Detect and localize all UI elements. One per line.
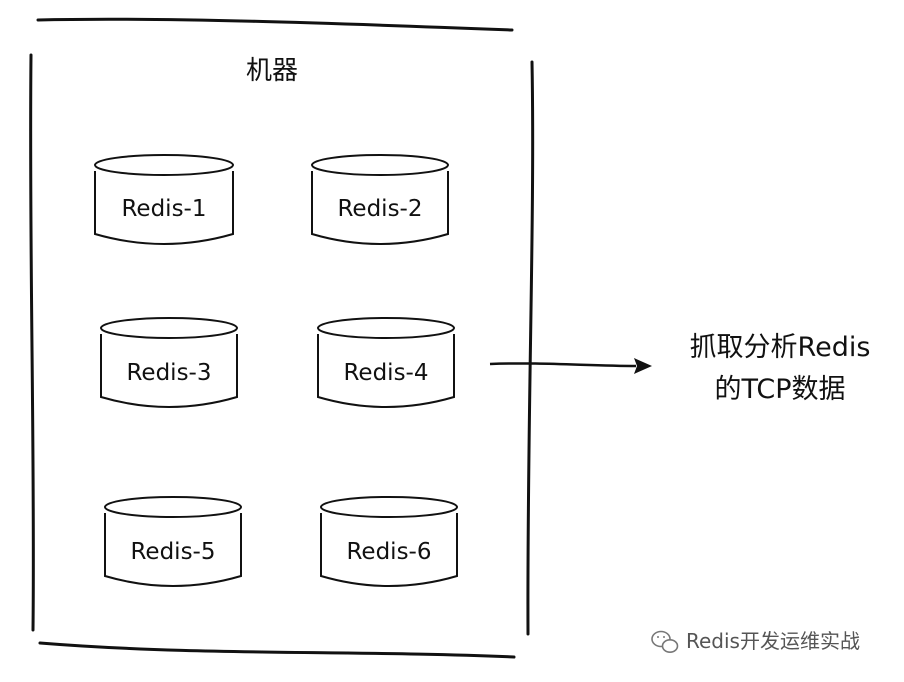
redis-instance-3: Redis-3	[100, 317, 238, 408]
machine-frame-top	[36, 17, 514, 32]
cylinder-top	[94, 154, 234, 176]
capture-target-line1: 抓取分析Redis	[690, 332, 871, 363]
cylinder-top	[320, 496, 458, 518]
cylinder-body	[94, 171, 234, 245]
machine-frame-right	[526, 60, 535, 636]
capture-target-line2: 的TCP数据	[714, 374, 845, 405]
capture-arrow	[489, 358, 652, 374]
redis-instance-4: Redis-4	[317, 317, 455, 408]
cylinder-body	[317, 334, 455, 408]
cylinder-body	[104, 513, 242, 587]
arrowhead-icon	[634, 358, 652, 374]
redis-instance-label: Redis-3	[126, 360, 211, 386]
machine-frame-left	[29, 53, 35, 632]
redis-instance-6: Redis-6	[320, 496, 458, 587]
cylinder-top	[104, 496, 242, 518]
watermark: Redis开发运维实战	[651, 629, 860, 653]
wechat-icon	[651, 630, 679, 653]
cylinder-top	[317, 317, 455, 339]
redis-instance-5: Redis-5	[104, 496, 242, 587]
cylinder-body	[311, 171, 449, 245]
redis-instance-label: Redis-4	[343, 360, 428, 386]
redis-instance-label: Redis-2	[337, 196, 422, 222]
cylinder-top	[100, 317, 238, 339]
machine-frame-bottom	[38, 641, 516, 659]
machine-title: 机器	[246, 56, 298, 86]
watermark-text: Redis开发运维实战	[686, 629, 860, 653]
redis-instance-label: Redis-5	[130, 539, 215, 565]
redis-instance-2: Redis-2	[311, 154, 449, 245]
redis-instance-label: Redis-6	[346, 539, 431, 565]
cylinder-body	[100, 334, 238, 408]
machine-frame	[29, 17, 535, 659]
arrow-shaft	[489, 362, 637, 368]
redis-instance-label: Redis-1	[121, 196, 206, 222]
cylinder-body	[320, 513, 458, 587]
redis-instance-1: Redis-1	[94, 154, 234, 245]
cylinder-top	[311, 154, 449, 176]
